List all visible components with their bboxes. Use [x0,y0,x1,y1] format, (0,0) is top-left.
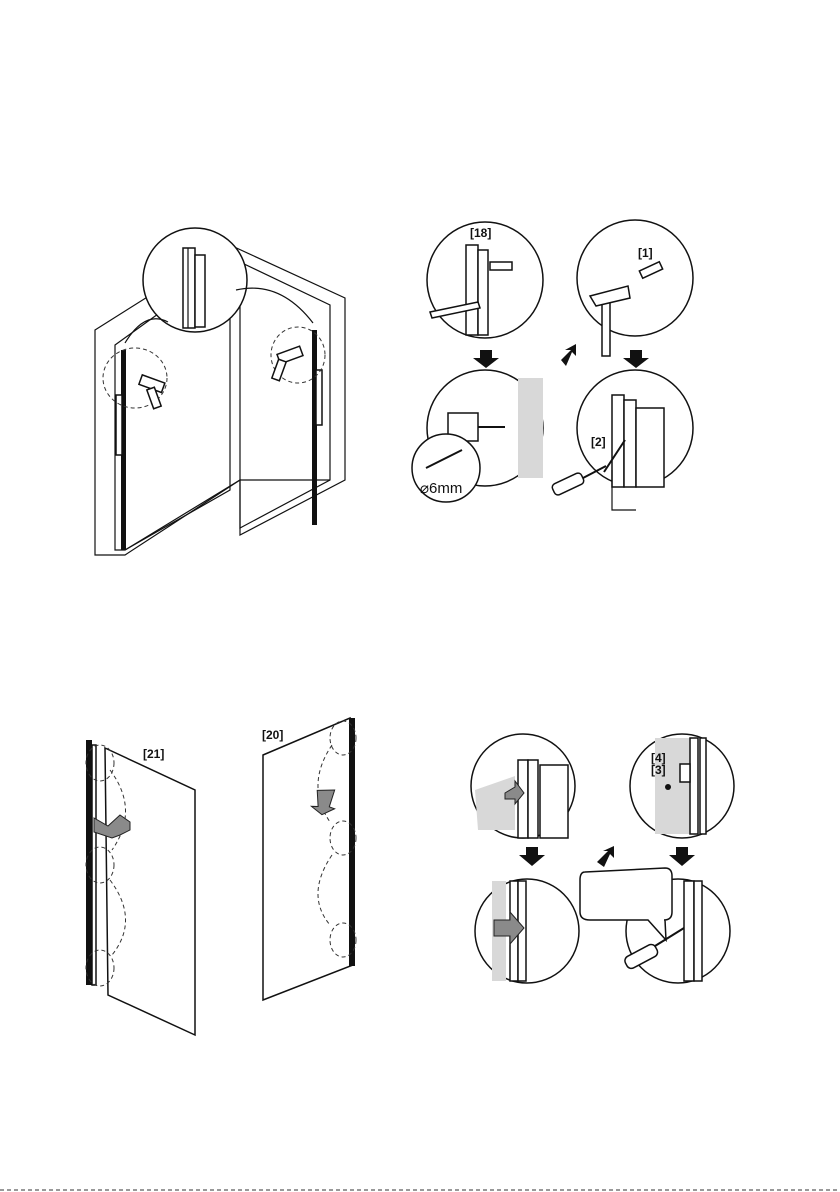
circle-slide-panel [475,879,579,983]
label-panel-20: [20] [262,728,283,742]
label-profile: [18] [470,226,491,240]
panel-20 [263,718,353,1000]
step3-panels: [21] [20] [86,718,356,1035]
clip-part-icon [680,764,690,782]
screwdriver-icon [551,466,606,496]
arrow-diagonal-icon [597,846,614,867]
label-part3: [3] [651,763,666,777]
pointer-arrow-right [236,288,313,323]
drill-icon-right [272,346,303,381]
drill-icon-left [139,375,165,409]
right-wall-profile [312,330,317,525]
screw-icon [665,784,671,790]
label-plug: [1] [638,246,653,260]
arrow-diagonal-icon [561,344,576,366]
step2-sequence: [18] [1] ⌀6mm [2] [412,220,693,510]
label-panel-21: [21] [143,747,164,761]
arrow-down-icon [473,350,499,368]
profile-detail [183,248,205,328]
profile-bar-right [349,718,355,966]
arrow-down-icon [623,350,649,368]
step1-corner-illustration [95,228,345,555]
arrow-down-icon [669,847,695,866]
panel-21 [105,748,195,1035]
label-screw: [2] [591,435,606,449]
drill-size-label: ⌀6mm [420,480,462,497]
arrow-down-icon [519,847,545,866]
step4-sequence: [4] [3] [471,734,734,983]
circle-insert-plug [577,220,693,336]
